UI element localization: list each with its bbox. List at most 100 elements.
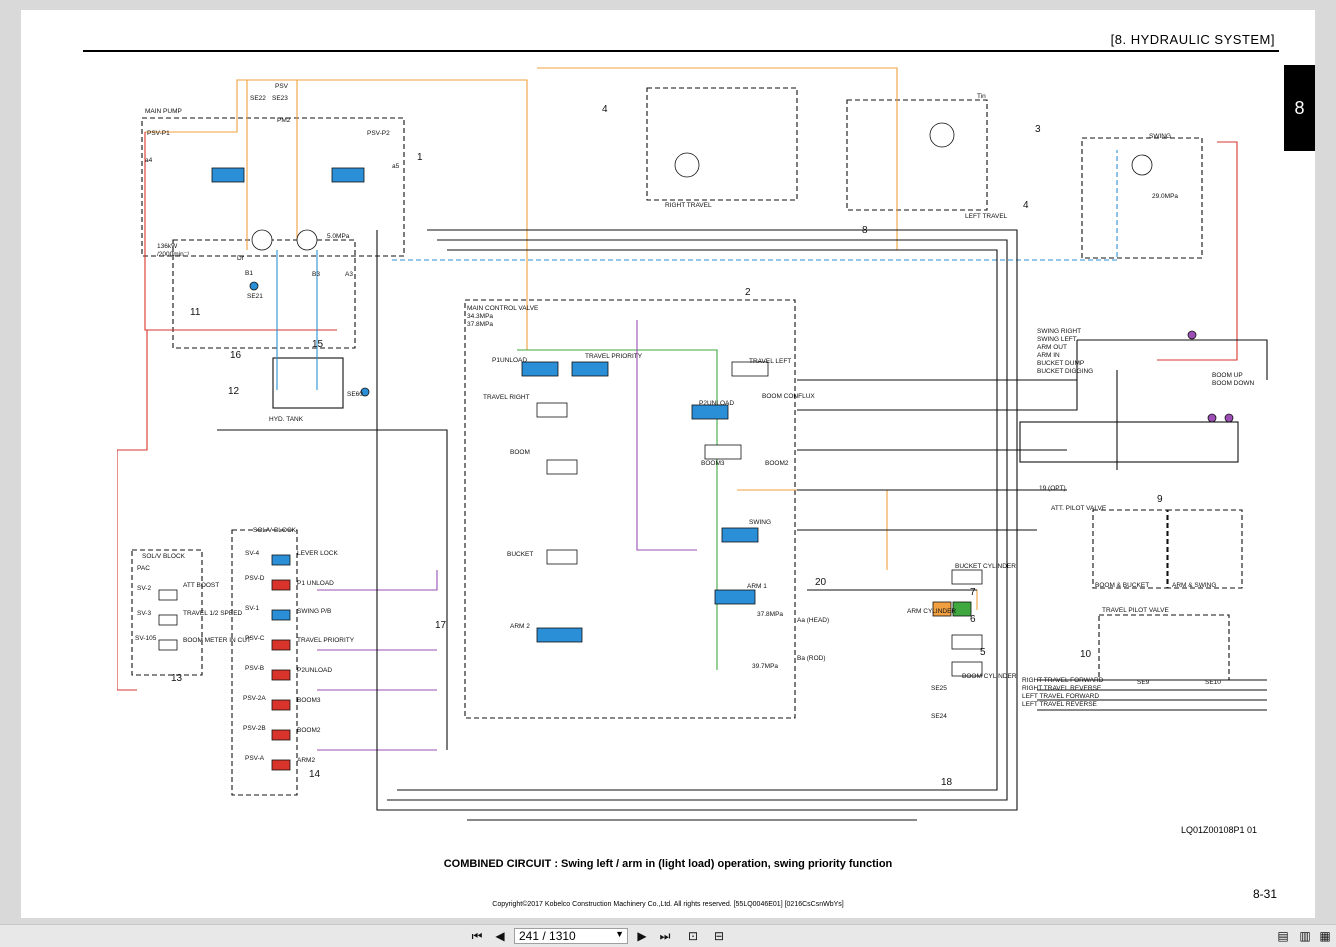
single-page-view-icon[interactable]: ▤ [1277, 929, 1289, 943]
prev-page-icon[interactable]: ◀ [495, 929, 505, 943]
label-left-travel-forward: LEFT TRAVEL FORWARD [1022, 693, 1099, 700]
continuous-view-icon[interactable]: ▦ [1319, 929, 1331, 943]
hydraulic-circuit-diagram: MAIN PUMP PSV SE22 SE23 PM2 PSV-P1 PSV-P… [117, 67, 1268, 821]
label-main-pump: MAIN PUMP [145, 108, 182, 115]
label-sv3: SV-3 [137, 610, 151, 617]
label-boom-bucket: BOOM & BUCKET [1095, 582, 1149, 589]
page-number-input[interactable]: 241 / 1310 ▼ [514, 928, 628, 944]
label-left-travel-reverse: LEFT TRAVEL REVERSE [1022, 701, 1098, 708]
label-p1unload: P1UNLOAD [492, 357, 527, 364]
callout-1: 1 [417, 152, 423, 163]
label-bucket-cylinder: BUCKET CYLINDER [955, 563, 1016, 570]
main-control-valve-box [464, 299, 796, 719]
callout-4-left: 4 [602, 104, 608, 115]
label-bucket: BUCKET [507, 551, 533, 558]
label-pres-378: 37.8MPa [757, 611, 783, 618]
callout-20: 20 [815, 577, 827, 588]
callout-10: 10 [1080, 649, 1092, 660]
label-swing-pb: SWING P/B [297, 608, 331, 615]
label-tin: Tin [977, 93, 986, 100]
figure-caption: COMBINED CIRCUIT : Swing left / arm in (… [443, 858, 893, 870]
label-sv105: SV-105 [135, 635, 157, 642]
label-se21: SE21 [247, 293, 263, 300]
label-travel-half-speed: TRAVEL 1/2 SPEED [183, 610, 243, 617]
callout-13: 13 [171, 673, 183, 684]
label-arm2: ARM 2 [510, 623, 530, 630]
callout-9: 9 [1157, 494, 1163, 505]
label-travel-left: TRAVEL LEFT [749, 358, 791, 365]
label-ba-rod: Ba (ROD) [797, 655, 826, 662]
label-right-travel: RIGHT TRAVEL [665, 202, 712, 209]
label-boom-cylinder: BOOM CYLINDER [962, 673, 1017, 680]
label-arm-out: ARM OUT [1037, 344, 1067, 351]
drawing-id: LQ01Z00108P1 01 [1180, 825, 1257, 835]
label-bucket-dump: BUCKET DUMP [1037, 360, 1084, 367]
label-arm2-sol: ARM2 [297, 757, 315, 764]
pdf-viewer-toolbar: ⏮ ◀ 241 / 1310 ▼ ▶ ⏭ ⊡ ⊟ ▤ ▥ ▦ [0, 924, 1336, 947]
label-psv-p2: PSV-P2 [367, 130, 390, 137]
label-mcv-pressure2: 37.8MPa [467, 321, 493, 328]
last-page-icon[interactable]: ⏭ [659, 928, 671, 943]
main-pump-box [141, 117, 405, 257]
label-hyd-tank: HYD. TANK [269, 416, 304, 423]
callout-15: 15 [312, 339, 324, 350]
label-boom-down: BOOM DOWN [1212, 380, 1255, 387]
label-b3: B3 [312, 271, 320, 278]
label-se9: SE9 [1137, 679, 1150, 686]
label-travel-right: TRAVEL RIGHT [483, 394, 530, 401]
callout-5: 5 [980, 647, 986, 658]
label-p1-unload-sol: P1 UNLOAD [297, 580, 334, 587]
label-boom-conflux: BOOM CONFLUX [762, 393, 815, 400]
fit-page-icon[interactable]: ⊡ [687, 929, 699, 943]
chapter-tab: 8 [1284, 65, 1315, 151]
label-psv-a: PSV-A [245, 755, 265, 762]
label-psv: PSV [275, 83, 289, 90]
label-opt: 19 (OPT) [1039, 485, 1066, 492]
callout-3: 3 [1035, 124, 1041, 135]
two-page-view-icon[interactable]: ▥ [1299, 929, 1311, 943]
label-sol-v-block-13: SOL/V BLOCK [142, 553, 186, 560]
label-sv1: SV-1 [245, 605, 259, 612]
label-swing-left: SWING LEFT [1037, 336, 1077, 343]
label-aa-head: Aa (HEAD) [797, 617, 829, 624]
callout-17: 17 [435, 620, 447, 631]
callout-7: 7 [970, 587, 976, 598]
label-arm1: ARM 1 [747, 583, 767, 590]
callout-16: 16 [230, 350, 242, 361]
label-travel-priority-sol: TRAVEL PRIORITY [297, 637, 355, 644]
label-arm-swing: ARM & SWING [1172, 582, 1216, 589]
label-boom2: BOOM2 [765, 460, 789, 467]
label-dr: Dr [237, 255, 245, 262]
label-boom3: BOOM3 [701, 460, 725, 467]
label-psv-2b: PSV-2B [243, 725, 266, 732]
label-se22: SE22 [250, 95, 266, 102]
label-pm2: PM2 [277, 117, 291, 124]
label-psv-2a: PSV-2A [243, 695, 266, 702]
label-psv-c: PSV-C [245, 635, 265, 642]
label-left-travel: LEFT TRAVEL [965, 213, 1008, 220]
label-power: 136kW [157, 243, 178, 250]
label-swing-right: SWING RIGHT [1037, 328, 1081, 335]
label-pressure-50: 5.0MPa [327, 233, 350, 240]
label-boom-up: BOOM UP [1212, 372, 1243, 379]
label-swing-spool: SWING [749, 519, 771, 526]
label-pres-397: 39.7MPa [752, 663, 778, 670]
label-se24: SE24 [931, 713, 947, 720]
label-arm-in: ARM IN [1037, 352, 1060, 359]
label-sv2: SV-2 [137, 585, 151, 592]
first-page-icon[interactable]: ⏮ [471, 928, 483, 943]
label-boom3-sol: BOOM3 [297, 697, 321, 704]
next-page-icon[interactable]: ▶ [637, 929, 647, 943]
label-mcv-pressure: 34.3MPa [467, 313, 493, 320]
label-se23: SE23 [272, 95, 288, 102]
label-right-travel-reverse: RIGHT TRAVEL REVERSE [1022, 685, 1102, 692]
fit-width-icon[interactable]: ⊟ [713, 929, 725, 943]
callout-11: 11 [190, 307, 201, 318]
callout-6: 6 [970, 614, 976, 625]
chevron-down-icon[interactable]: ▼ [615, 929, 624, 939]
section-title: [8. HYDRAULIC SYSTEM] [1110, 32, 1275, 47]
label-lever-lock: LEVER LOCK [297, 550, 338, 557]
label-psv-d: PSV-D [245, 575, 265, 582]
label-speed: /2000min⁻¹ [157, 251, 190, 258]
label-right-travel-forward: RIGHT TRAVEL FORWARD [1022, 677, 1104, 684]
